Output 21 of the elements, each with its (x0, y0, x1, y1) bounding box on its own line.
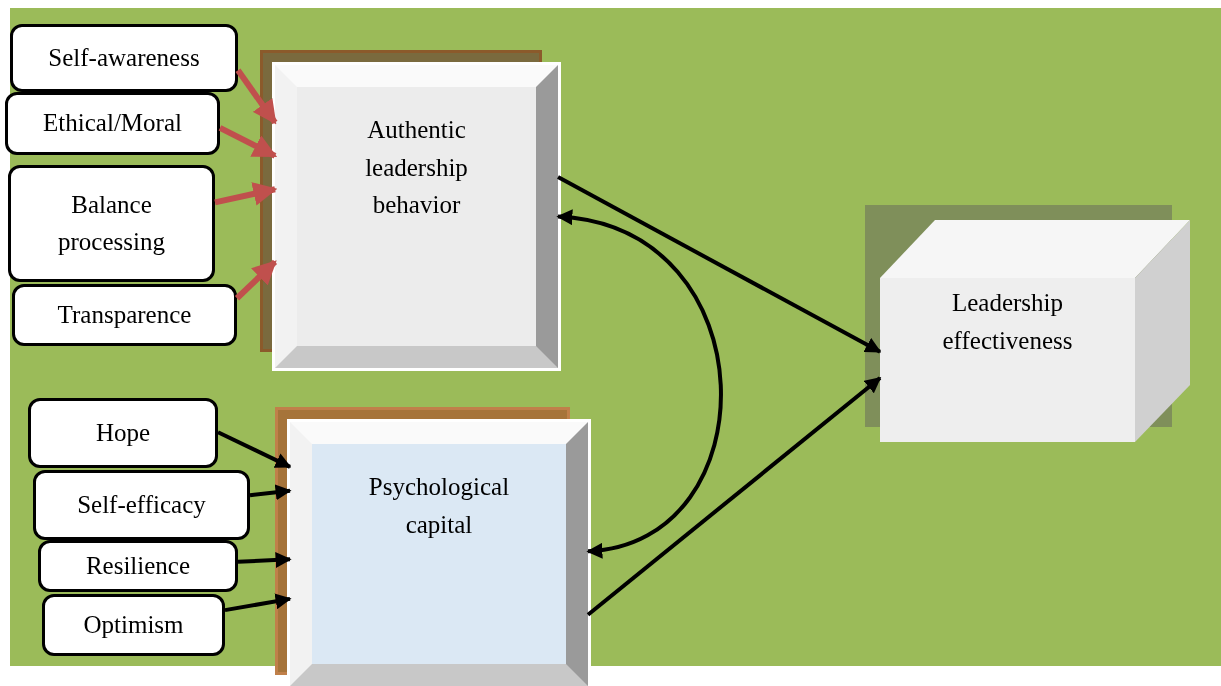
outcome-box: Leadership effectiveness (880, 278, 1135, 442)
arrow (217, 430, 292, 469)
arrow (249, 484, 292, 501)
arrow (224, 593, 292, 613)
arrow (218, 125, 278, 159)
factor-box: Optimism (42, 594, 225, 656)
arrow (237, 552, 292, 568)
arrow (556, 211, 723, 557)
construct-box: Psychological capital (290, 422, 588, 686)
construct-box: Authentic leadership behavior (275, 65, 558, 368)
arrow (557, 175, 882, 354)
arrow (586, 376, 882, 617)
factor-box: Self-awareness (10, 24, 238, 92)
factor-box: Resilience (38, 540, 238, 592)
factor-box: Balance processing (8, 165, 215, 282)
arrow (214, 182, 278, 206)
factor-box: Self-efficacy (33, 470, 250, 540)
factor-box: Transparence (12, 284, 237, 346)
factor-box: Hope (28, 398, 218, 468)
factor-box: Ethical/Moral (5, 92, 220, 155)
arrow (235, 68, 278, 125)
